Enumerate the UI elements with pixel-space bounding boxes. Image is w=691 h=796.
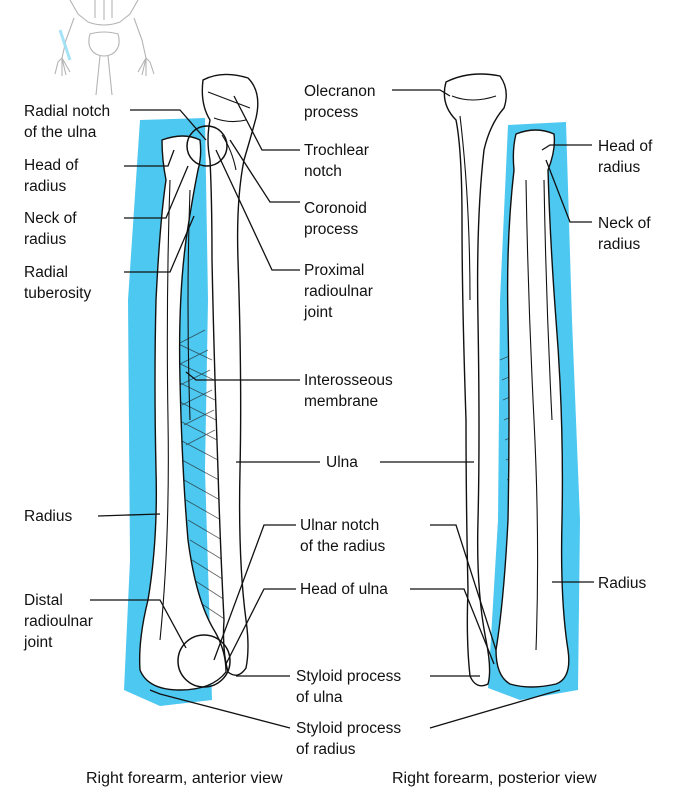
label-interosseous-membrane: Interosseous membrane — [304, 372, 397, 410]
label-neck-of-radius-posterior: Neck of radius — [598, 215, 655, 253]
interosseous-membrane-anterior — [169, 329, 227, 621]
label-olecranon-process: Olecranon process — [304, 83, 380, 121]
label-radial-tuberosity: Radial tuberosity — [24, 264, 91, 302]
caption-posterior-view: Right forearm, posterior view — [392, 770, 597, 787]
radius-posterior — [495, 129, 570, 688]
label-radial-notch: Radial notch of the ulna — [24, 103, 114, 141]
label-ulna: Ulna — [326, 454, 358, 471]
label-ulnar-notch: Ulnar notch of the radius — [300, 517, 386, 555]
label-head-of-ulna: Head of ulna — [300, 581, 388, 598]
label-trochlear-notch: Trochlear notch — [304, 142, 373, 180]
label-radius-anterior: Radius — [24, 508, 72, 525]
label-styloid-ulna: Styloid process of ulna — [296, 668, 405, 706]
leader-lines — [90, 89, 594, 729]
anterior-forearm-illustration — [139, 73, 259, 691]
labels: Radial notch of the ulna Head of radius … — [23, 83, 657, 758]
label-distal-radioulnar-joint: Distal radioulnar joint — [23, 592, 97, 651]
proximal-joint-circle — [186, 125, 228, 167]
ulna-anterior — [201, 73, 259, 676]
label-radius-posterior: Radius — [598, 575, 646, 592]
posterior-forearm-illustration — [443, 73, 570, 688]
distal-joint-circle — [177, 634, 231, 688]
captions: Right forearm, anterior view Right forea… — [86, 770, 597, 787]
ulna-posterior — [443, 73, 507, 687]
label-head-of-radius-anterior: Head of radius — [24, 157, 83, 195]
label-coronoid-process: Coronoid process — [304, 200, 371, 238]
caption-anterior-view: Right forearm, anterior view — [86, 770, 283, 787]
skeleton-thumbnail-icon — [54, 0, 155, 96]
label-neck-of-radius-anterior: Neck of radius — [24, 210, 81, 248]
label-head-of-radius-posterior: Head of radius — [598, 138, 657, 176]
label-proximal-radioulnar-joint: Proximal radioulnar joint — [303, 262, 377, 321]
label-styloid-radius: Styloid process of radius — [296, 720, 405, 758]
